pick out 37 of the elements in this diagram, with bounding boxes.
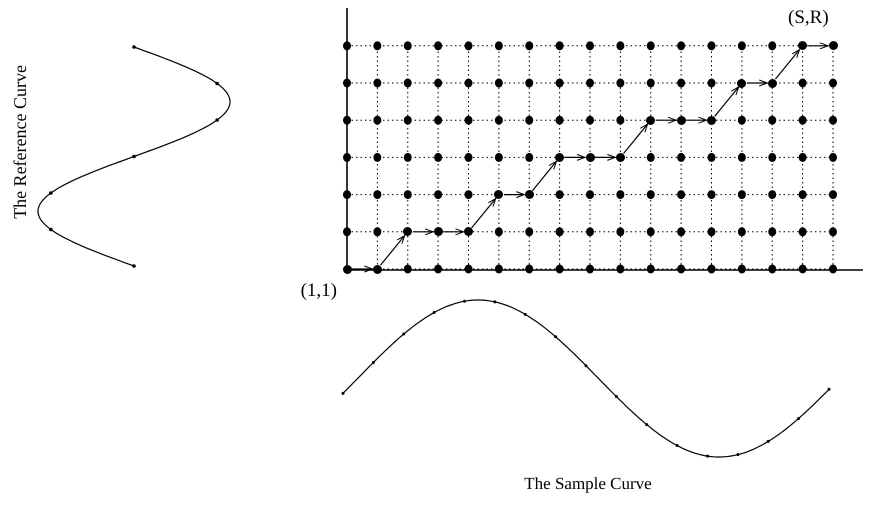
path-point (616, 152, 625, 162)
path-point (464, 227, 473, 236)
arrow (380, 235, 406, 266)
path-point (494, 190, 504, 200)
arrow (656, 116, 677, 124)
path-point (372, 264, 382, 274)
arrow (532, 160, 557, 192)
arrow (595, 154, 616, 161)
axis-title: The Reference Curve (11, 65, 29, 219)
path-point (676, 116, 686, 125)
arrow (412, 228, 434, 236)
path-point (768, 78, 777, 88)
path-point (798, 41, 808, 50)
arrow (564, 154, 586, 161)
path-point (403, 227, 412, 236)
arrow (774, 49, 800, 80)
path-point (434, 227, 443, 236)
arrow (623, 124, 648, 154)
path-point (707, 116, 716, 125)
arrow (808, 42, 828, 50)
path-point (646, 116, 656, 125)
path-point (737, 78, 746, 88)
arrow (686, 116, 707, 124)
path-point (555, 152, 564, 162)
arrow (714, 86, 740, 117)
arrow (504, 191, 525, 198)
path-point (342, 264, 352, 274)
arrow (443, 228, 464, 236)
coordinate-label: (S,R) (788, 8, 829, 27)
arrow (746, 80, 768, 86)
coordinate-label: (1,1) (300, 281, 337, 300)
arrow (471, 198, 496, 228)
arrow (352, 266, 373, 272)
axis-title: The Sample Curve (523, 475, 653, 492)
path-point (586, 152, 594, 162)
path-point (524, 190, 534, 200)
path-point (828, 41, 838, 50)
